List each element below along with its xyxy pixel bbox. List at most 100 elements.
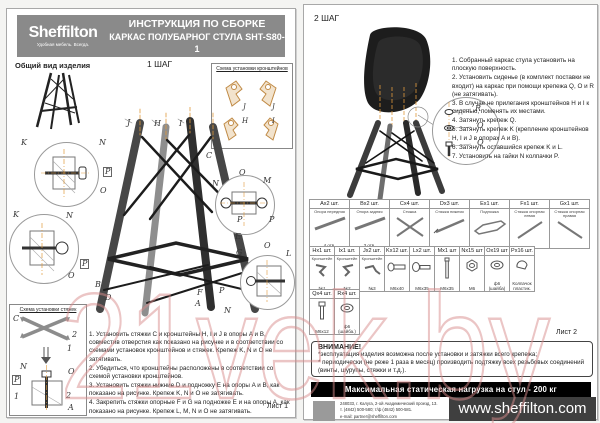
instruction-item: 4. Затянуть крепеж Q. — [452, 117, 517, 125]
part-note: №2 — [343, 286, 350, 291]
part-qty: Ex1 шт. — [470, 200, 509, 209]
instruction-item: 7. Установить на гайки N колпачки P. — [452, 152, 560, 160]
bolt-detail-drawing — [220, 182, 268, 226]
warning-line: * периодически (не реже 1 раза в месяц) … — [318, 358, 585, 374]
part-cell-F: Fx1 шт. Стяжка опорная левая — [509, 199, 550, 249]
logo-text: Sheffilton — [28, 23, 98, 41]
callout-label: O — [100, 186, 107, 195]
part-cell-H: Hx1 шт. Кронштейн №1 — [309, 246, 335, 292]
cross-tie-icon — [395, 217, 424, 237]
part-qty: Cx4 шт. — [390, 200, 429, 209]
part-name: Кронштейн — [311, 256, 333, 261]
fastener-detail-drawing — [444, 102, 472, 158]
sheet1-number: Лист 1 — [267, 403, 289, 410]
bolt-detail-drawing — [22, 223, 69, 275]
washer-icon — [490, 260, 504, 270]
logo-tagline: Удобная мебель. Всегда. — [36, 41, 90, 47]
bolt-detail-drawing — [246, 260, 285, 302]
instruction-item: 4. Закрепить стяжки опорные F и G на под… — [89, 399, 290, 415]
part-label: F — [197, 288, 203, 297]
sheet-2: 2 ШАГ R O — [303, 4, 598, 421]
part-label: J — [127, 118, 131, 127]
part-cell-C: Cx4 шт. Стяжка — [389, 199, 430, 249]
chair-photo — [347, 27, 445, 202]
warning-title: ВНИМАНИЕ! — [318, 344, 362, 351]
bracket-scheme-box: Схема установки кронштейнов J J H I — [211, 63, 293, 149]
lower-tie-icon — [433, 218, 464, 234]
part-cell-J: Jx2 шт. Кронштейн №3 — [359, 246, 385, 292]
part-qty: Fx1 шт. — [510, 200, 549, 209]
part-label: D — [105, 293, 112, 302]
part-note: №3 — [368, 286, 376, 291]
part-label: A — [195, 299, 201, 308]
max-load-banner: Максимальная статическая нагрузка на сту… — [311, 382, 591, 397]
tie-scheme-box: Схема установки стяжек C 2 1 N P O 1 2 A — [9, 304, 87, 416]
address-line: т. (4842) 500-580; т/ф (4842) 500-581. — [340, 407, 413, 413]
tie-label: A — [68, 403, 74, 412]
support-tie-icon — [556, 220, 583, 239]
part-label: P — [219, 286, 225, 295]
overview-stool-drawing — [35, 72, 80, 130]
tie-label: P — [12, 375, 22, 385]
overview-label: Общий вид изделия — [15, 61, 91, 70]
part-qty: Lx2 шт. — [410, 247, 434, 256]
tie-scheme-title: Схема установки стяжек — [19, 307, 77, 313]
title-line1: ИНСТРУКЦИЯ ПО СБОРКЕ — [128, 17, 266, 30]
support-tie-icon — [516, 220, 543, 239]
part-label: O — [239, 168, 246, 177]
part-note: M6 — [468, 286, 476, 291]
callout-label: N — [66, 211, 73, 220]
bolt-icon — [387, 262, 406, 272]
step2-instructions: 1. Собранный каркас стула установить на … — [452, 57, 594, 162]
part-qty: Jx2 шт. — [360, 247, 384, 256]
part-cell-N: Nx15 шт M6 — [459, 246, 485, 292]
part-name: Подножка — [480, 209, 499, 214]
part-name: Стяжка нижняя — [435, 209, 464, 214]
warning-line: *эксплуатация изделия возможна после уст… — [318, 351, 538, 358]
detail-circle-2 — [9, 214, 79, 284]
leg-bar-icon — [313, 216, 346, 231]
part-note: M6x40 — [390, 286, 404, 291]
cap-icon — [516, 260, 528, 270]
fastener-callout-circle: R O Q — [432, 97, 500, 165]
part-qty: Nx15 шт — [460, 248, 484, 256]
part-qty: Hx1 шт. — [310, 247, 334, 256]
bolt-icon — [412, 262, 431, 272]
part-label: I — [179, 119, 183, 128]
parts-table-row3: Qx4 шт. M6x12 Rx4 шт. ф6 (шайба.) — [309, 289, 360, 335]
callout-label: K — [21, 138, 27, 147]
part-cell-G: Gx1 шт. Стяжка опорная правая — [549, 199, 590, 249]
bracket-scheme-drawing — [223, 80, 279, 141]
part-cell-I: Ix1 шт. Кронштейн №2 — [334, 246, 360, 292]
part-qty: Mx1 шт — [435, 247, 459, 256]
bracket-label: I — [272, 117, 275, 125]
callout-label: O — [68, 271, 75, 280]
tie-label: 1 — [14, 392, 20, 401]
callout-label: O — [477, 121, 484, 130]
tie-label: 2 — [72, 330, 78, 339]
step1-label: 1 ШАГ — [147, 59, 173, 69]
tie-label: O — [68, 367, 75, 376]
part-cell-K: Kx12 шт. M6x40 — [384, 246, 410, 292]
instruction-item: 2. Убедиться, что кронштейны расположены… — [89, 364, 274, 380]
document-title: ИНСТРУКЦИЯ ПО СБОРКЕ КАРКАС ПОЛУБАРНОГ С… — [109, 17, 285, 55]
part-qty: Dx3 шт. — [430, 200, 469, 209]
part-cell-R: Rx4 шт. ф6 (шайба.) — [334, 289, 360, 335]
bracket-icon — [315, 264, 327, 277]
callout-label: Q — [477, 138, 484, 147]
bracket-icon — [364, 264, 381, 275]
part-label: P — [269, 215, 275, 224]
tie-label: 1 — [67, 344, 73, 353]
part-qty: Ix1 шт. — [335, 247, 359, 256]
callout-label: P — [103, 167, 113, 177]
part-qty: Bx2 шт. — [350, 200, 389, 209]
part-note: 3 отв. — [364, 243, 376, 248]
website-link[interactable]: www.sheffilton.com — [449, 397, 596, 421]
footer-address: 248033, г. Калуга, 2-ой Академический пр… — [340, 401, 450, 420]
part-note: M6x35 — [415, 286, 429, 291]
instruction-item: 2. Установить сиденье (в комплект постав… — [452, 74, 594, 98]
part-cell-O: Ox19 шт ф6 (шайба) — [484, 246, 510, 292]
part-qty: Gx1 шт. — [550, 200, 589, 209]
long-bolt-icon — [444, 257, 450, 279]
sheet2-number: Лист 2 — [556, 329, 578, 336]
